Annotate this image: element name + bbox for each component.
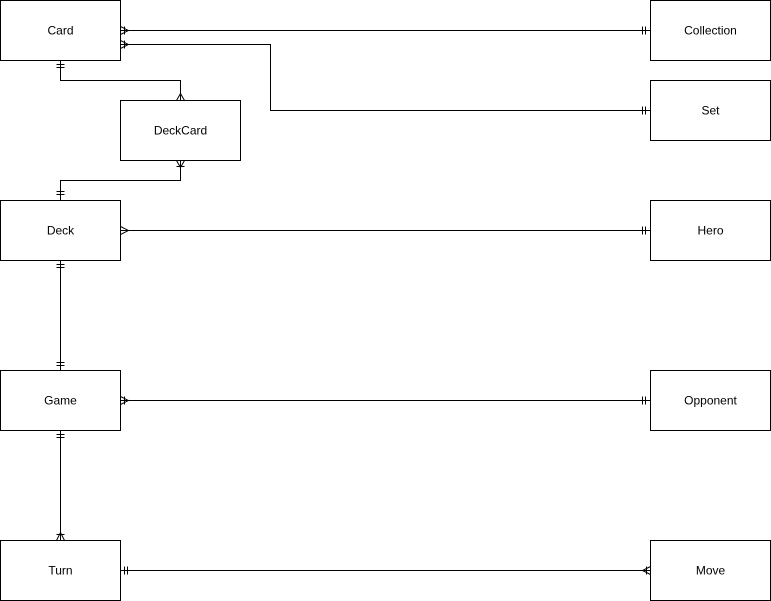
entity-hero[interactable]: Hero: [650, 200, 771, 261]
entity-move[interactable]: Move: [650, 540, 771, 601]
entity-game[interactable]: Game: [0, 370, 121, 431]
cardinality-markers: [56, 26, 651, 575]
relationship-card-deckcard[interactable]: [60, 60, 181, 101]
entity-deck-label: Deck: [47, 224, 75, 238]
entity-deck[interactable]: Deck: [0, 200, 121, 261]
entity-turn-box[interactable]: [0, 540, 121, 601]
relationship-card-set[interactable]: [120, 44, 651, 111]
card-deckcard-exactly-one-marker: [56, 64, 65, 68]
game-turn-exactly-one-marker: [56, 434, 65, 438]
entity-game-box[interactable]: [0, 370, 121, 431]
entity-turn[interactable]: Turn: [0, 540, 121, 601]
game-deck-exactly-one-marker: [56, 362, 65, 366]
set-exactly-one-marker: [642, 106, 646, 115]
entity-deckcard-label: DeckCard: [154, 124, 207, 138]
deck-hero-many-marker: [120, 226, 130, 235]
entity-collection[interactable]: Collection: [650, 0, 771, 61]
turn-move-exactly-one-marker: [124, 566, 128, 575]
deck-deckcard-exactly-one-marker: [56, 191, 65, 195]
entity-turn-label: Turn: [48, 564, 72, 578]
relationship-deckcard-deck[interactable]: [60, 160, 181, 201]
opponent-exactly-one-marker: [642, 396, 646, 405]
collection-exactly-one-marker: [642, 26, 646, 35]
entity-card[interactable]: Card: [0, 0, 121, 61]
entity-collection-box[interactable]: [650, 0, 771, 61]
deck-game-exactly-one-marker: [56, 264, 65, 268]
entity-game-label: Game: [44, 394, 77, 408]
entity-opponent[interactable]: Opponent: [650, 370, 771, 431]
entity-card-label: Card: [47, 24, 73, 38]
entity-opponent-label: Opponent: [684, 394, 737, 408]
hero-exactly-one-marker: [642, 226, 646, 235]
move-one-or-many-marker: [641, 566, 651, 575]
entity-move-label: Move: [696, 564, 726, 578]
card-collection-one-or-many-marker: [120, 26, 130, 35]
relationship-lines: [60, 30, 651, 571]
entity-set[interactable]: Set: [650, 80, 771, 141]
game-opponent-one-or-many-marker: [120, 396, 130, 405]
entity-collection-label: Collection: [684, 24, 737, 38]
card-set-one-or-many-marker: [120, 40, 130, 49]
deckcard-bottom-one-or-many-marker: [176, 160, 185, 169]
entity-hero-label: Hero: [697, 224, 723, 238]
entity-move-box[interactable]: [650, 540, 771, 601]
entity-deckcard-box[interactable]: [120, 100, 241, 161]
entity-card-box[interactable]: [0, 0, 121, 61]
entity-deck-box[interactable]: [0, 200, 121, 261]
entity-set-box[interactable]: [650, 80, 771, 141]
entity-set-label: Set: [701, 104, 720, 118]
entity-deckcard[interactable]: DeckCard: [120, 100, 241, 161]
deckcard-top-many-marker: [176, 92, 185, 101]
turn-game-one-or-many-marker: [56, 531, 65, 541]
